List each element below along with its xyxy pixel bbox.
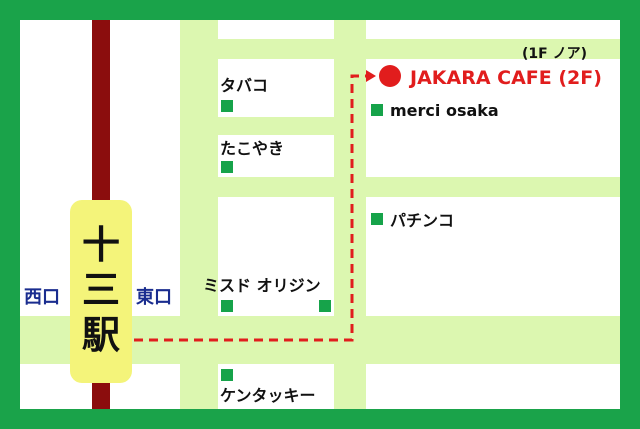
landmark-takoyaki-label: たこやき — [220, 139, 284, 158]
landmark-kfc-label: ケンタッキー — [220, 386, 316, 405]
west-exit-label: 西口 — [24, 287, 60, 308]
landmark-tabako-label: タバコ — [220, 76, 268, 95]
route-arrowhead — [366, 70, 376, 82]
destination-floor-note: (1F ノア) — [522, 46, 587, 62]
street-horizontal-mid2 — [180, 177, 620, 197]
landmark-merci-label: merci osaka — [390, 101, 499, 120]
landmark-marker-merci — [371, 104, 383, 116]
landmark-marker-takoyaki — [221, 161, 233, 173]
landmark-marker-kfc — [221, 369, 233, 381]
landmark-marker-misdo — [221, 300, 233, 312]
destination-name: JAKARA CAFE (2F) — [408, 67, 602, 89]
station-name-char1: 十 — [82, 223, 120, 267]
landmark-marker-origin — [319, 300, 331, 312]
landmark-marker-tabako — [221, 100, 233, 112]
station-name-char2: 三 — [82, 268, 120, 312]
landmark-pachinko-label: パチンコ — [390, 211, 454, 230]
street-horizontal-mid1 — [180, 117, 340, 135]
station-box[interactable] — [70, 200, 132, 383]
street-vertical-left — [180, 20, 218, 409]
landmark-misdo-origin-label: ミスド オリジン — [203, 276, 321, 295]
station-name-char3: 駅 — [82, 313, 120, 357]
destination-marker[interactable] — [379, 65, 401, 87]
east-exit-label: 東口 — [136, 286, 172, 308]
street-vertical-right — [334, 20, 366, 409]
route-path — [134, 74, 368, 342]
street-horizontal-top — [180, 39, 620, 59]
landmark-marker-pachinko — [371, 213, 383, 225]
